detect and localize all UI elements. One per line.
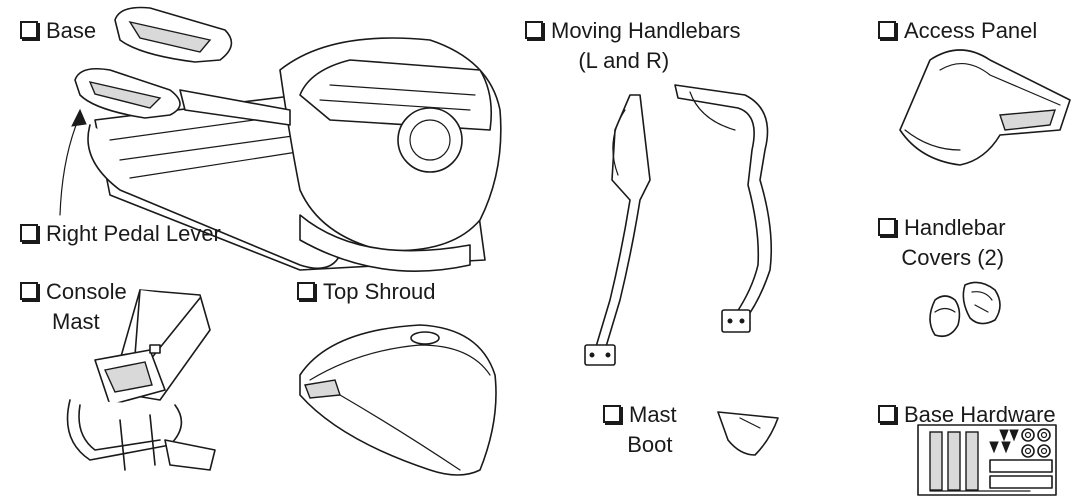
label-console-mast: Console Mast	[20, 277, 127, 337]
label-base: Base	[20, 16, 96, 46]
label-moving-handlebars: Moving Handlebars (L and R)	[525, 16, 741, 76]
checkbox-icon	[525, 21, 543, 39]
moving-handlebars-illustration	[584, 84, 772, 366]
base-illustration	[74, 6, 502, 272]
base-hardware-illustration	[917, 424, 1057, 496]
checkbox-icon	[20, 224, 38, 242]
pedal-lever-pointer	[59, 108, 87, 216]
top-shroud-illustration	[299, 324, 497, 476]
label-mast-boot: Mast Boot	[603, 400, 677, 460]
mast-boot-illustration	[717, 411, 779, 456]
checkbox-icon	[20, 21, 38, 39]
checkbox-icon	[297, 282, 315, 300]
access-panel-illustration	[899, 49, 1071, 166]
label-top-shroud: Top Shroud	[297, 277, 436, 307]
label-access-panel: Access Panel	[878, 16, 1037, 46]
label-right-pedal-lever: Right Pedal Lever	[20, 219, 221, 249]
checkbox-icon	[878, 405, 896, 423]
checkbox-icon	[20, 282, 38, 300]
label-handlebar-covers: Handlebar Covers (2)	[878, 213, 1006, 273]
checkbox-icon	[603, 405, 621, 423]
console-mast-illustration	[66, 289, 216, 471]
checkbox-icon	[878, 21, 896, 39]
label-base-hardware: Base Hardware	[878, 400, 1056, 430]
checkbox-icon	[878, 218, 896, 236]
handlebar-covers-illustration	[929, 281, 1001, 338]
